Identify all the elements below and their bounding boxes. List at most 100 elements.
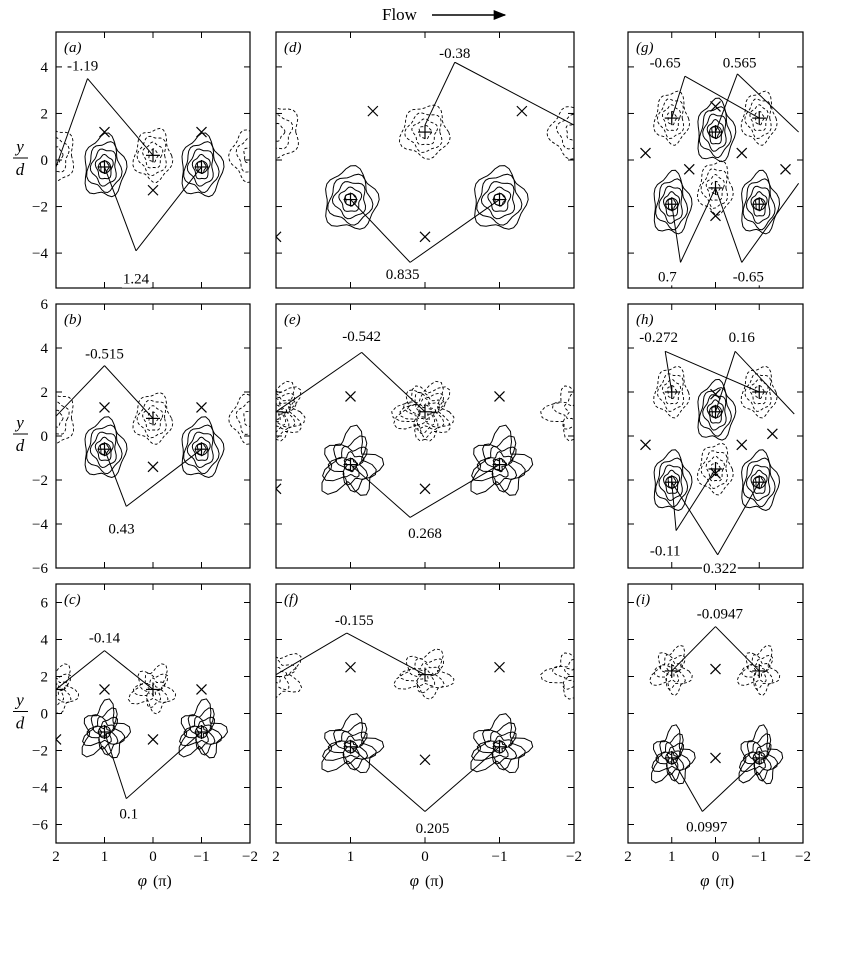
y-axis-label: d xyxy=(16,714,25,733)
y-tick-label: 0 xyxy=(41,153,49,169)
positive-contour xyxy=(738,724,784,785)
positive-contour xyxy=(335,735,365,758)
negative-contour xyxy=(393,380,455,442)
negative-contour xyxy=(136,399,167,439)
y-axis-label: d xyxy=(16,160,25,179)
negative-contour xyxy=(552,392,574,430)
negative-contour xyxy=(705,455,725,482)
panel-label: (i) xyxy=(636,592,650,608)
y-tick-label: −4 xyxy=(32,517,48,533)
y-tick-label: −4 xyxy=(32,246,48,262)
y-axis-label: y xyxy=(14,137,24,156)
negative-contour xyxy=(753,665,766,678)
negative-contour xyxy=(563,667,574,683)
negative-contour xyxy=(697,160,734,216)
saddle-point xyxy=(736,147,748,159)
positive-contour xyxy=(750,469,768,495)
negative-contour xyxy=(408,662,441,687)
contour-level-label: -0.14 xyxy=(89,631,121,647)
leader-line xyxy=(671,626,716,672)
saddle-point xyxy=(56,733,62,741)
positive-contour xyxy=(653,449,693,512)
leader-line xyxy=(409,464,500,518)
panel-frame xyxy=(275,583,575,844)
negative-contour xyxy=(418,125,433,140)
saddle-point xyxy=(710,210,721,222)
positive-contour xyxy=(470,424,534,496)
positive-contour xyxy=(655,741,685,776)
positive-contour xyxy=(331,181,367,220)
negative-contour xyxy=(747,658,771,683)
negative-contour xyxy=(565,123,574,142)
negative-contour xyxy=(235,400,250,435)
negative-contour xyxy=(276,397,292,426)
positive-contour xyxy=(86,424,123,475)
leader-line xyxy=(734,350,795,415)
positive-contour xyxy=(322,722,377,771)
negative-contour xyxy=(132,127,174,183)
contour-layer xyxy=(276,648,574,774)
label-background xyxy=(638,330,679,346)
contour-level-label: 0.0997 xyxy=(686,819,728,835)
negative-contour xyxy=(56,137,70,173)
panel-frame xyxy=(627,583,804,844)
positive-contour xyxy=(86,716,119,750)
leader-line xyxy=(135,166,202,252)
contour-layer xyxy=(56,663,229,759)
positive-contour xyxy=(662,191,681,217)
x-tick-label: −2 xyxy=(795,849,811,865)
leader-line xyxy=(424,62,456,126)
leader-line xyxy=(104,731,127,799)
negative-contour xyxy=(740,90,778,146)
leader-line xyxy=(702,757,760,812)
negative-contour xyxy=(555,113,574,150)
positive-contour xyxy=(653,169,693,235)
negative-contour xyxy=(276,653,303,699)
saddle-point xyxy=(147,461,159,473)
negative-contour xyxy=(740,365,778,419)
saddle-point xyxy=(710,663,721,675)
positive-contour xyxy=(476,730,518,765)
positive-contour xyxy=(698,387,732,437)
positive-contour xyxy=(484,451,514,478)
leader-line xyxy=(346,632,426,676)
contour-level-label: 0.7 xyxy=(658,269,677,285)
y-tick-label: 4 xyxy=(41,60,49,76)
positive-contour xyxy=(658,464,683,502)
negative-contour xyxy=(276,658,297,691)
saddle-point xyxy=(683,163,695,175)
positive-contour xyxy=(321,424,385,496)
negative-contour xyxy=(744,373,772,412)
y-tick-label: 2 xyxy=(41,106,49,122)
saddle-point xyxy=(516,105,528,117)
leader-line xyxy=(104,365,154,419)
panel-label: (e) xyxy=(284,312,301,328)
label-background xyxy=(727,330,757,346)
negative-contour xyxy=(56,673,72,708)
x-tick-label: 1 xyxy=(347,849,355,865)
negative-contour xyxy=(415,402,437,423)
negative-contour xyxy=(235,137,250,173)
positive-contour xyxy=(750,191,768,217)
positive-contour xyxy=(321,713,385,774)
positive-contour xyxy=(745,185,771,224)
negative-contour xyxy=(700,168,728,209)
negative-contour xyxy=(276,107,299,160)
positive-contour xyxy=(327,730,369,765)
contour-level-label: 0.43 xyxy=(108,521,134,537)
negative-contour xyxy=(417,404,434,420)
x-axis-label: φ xyxy=(410,871,419,890)
x-axis-unit: (π) xyxy=(425,873,444,890)
positive-contour xyxy=(702,394,727,431)
x-axis-label: φ xyxy=(700,871,709,890)
label-background xyxy=(685,819,729,836)
negative-contour xyxy=(649,644,693,697)
saddle-point xyxy=(710,752,721,764)
contour-level-label: -1.19 xyxy=(67,59,98,75)
positive-contour xyxy=(655,178,689,231)
x-tick-label: 1 xyxy=(101,849,109,865)
